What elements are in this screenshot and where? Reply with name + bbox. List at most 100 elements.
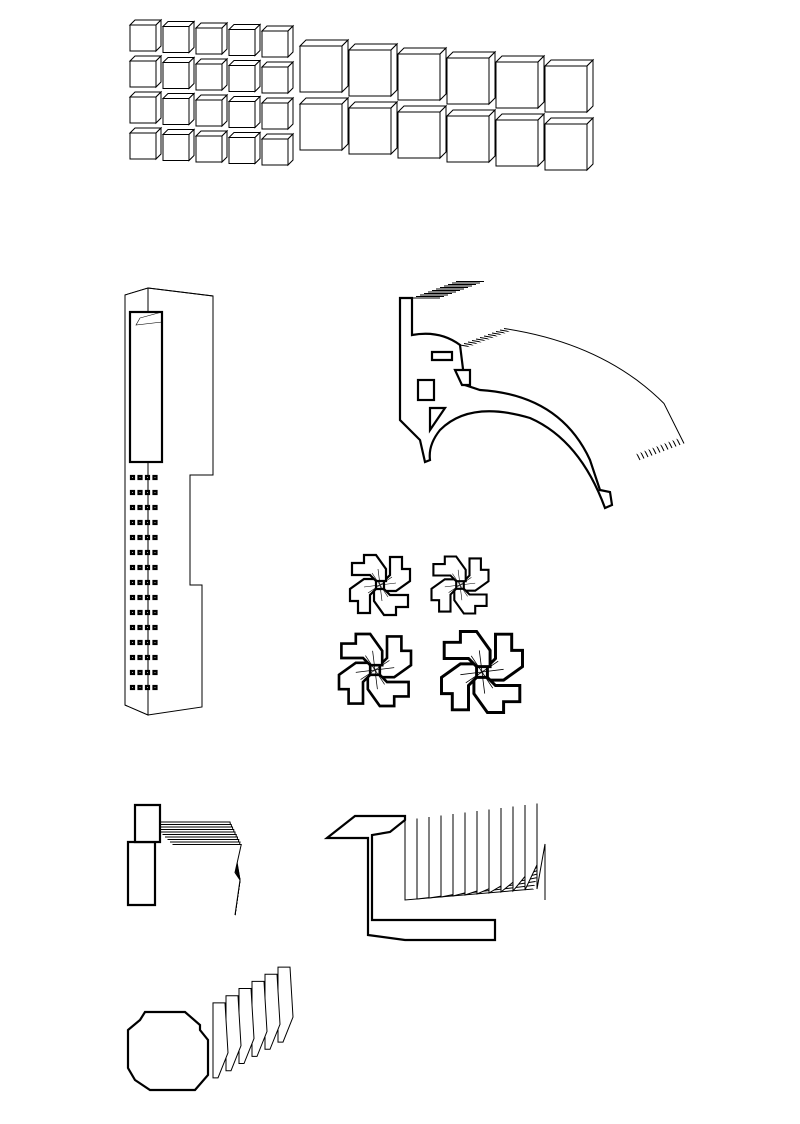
arm-ray [367, 584, 381, 594]
small-tile-face [261, 102, 289, 130]
tower-window [137, 474, 143, 481]
octagonal-extrusion-drawing [126, 966, 294, 1092]
cross-arm [350, 553, 388, 586]
tower-window [137, 624, 143, 631]
large-tile-top [543, 59, 595, 67]
arm-outline [340, 632, 384, 667]
arm-outline [430, 578, 458, 613]
tower-window [144, 654, 151, 661]
arm-ray [481, 668, 504, 673]
small-tile-face [228, 137, 256, 164]
small-tile-face [195, 135, 223, 163]
arm-outline [348, 577, 378, 615]
large-tile-side [586, 58, 594, 114]
arm-ray [371, 572, 381, 586]
tower-window [137, 534, 143, 541]
large-tile-top [494, 55, 546, 63]
tower-window [129, 639, 136, 646]
arm-outline [472, 675, 522, 714]
tower-window [144, 594, 151, 601]
arm-ray [377, 568, 381, 586]
large-tile-side [488, 50, 496, 106]
arm-ray [478, 650, 483, 673]
tower-window [144, 474, 151, 481]
small-tile-face [162, 26, 190, 53]
arm-outline [366, 673, 410, 708]
small-tile-side [155, 126, 162, 161]
tower-window [152, 549, 158, 556]
tower-window [129, 534, 136, 541]
large-tile-top [347, 43, 399, 51]
tower-window [129, 489, 136, 496]
tower-window [152, 519, 158, 526]
large-tile-face [299, 45, 343, 93]
tower-window [137, 609, 143, 616]
large-tile-side [341, 96, 349, 152]
arm-ray [379, 584, 389, 598]
tower-window [144, 669, 151, 676]
corner-profile-drawing [126, 803, 242, 916]
large-tile-top [347, 101, 399, 109]
arm-ray [459, 584, 468, 597]
tower-window [129, 549, 136, 556]
large-tile-face [446, 57, 490, 105]
large-tile-face [495, 119, 539, 167]
tower-window [152, 564, 158, 571]
large-tile-top [494, 113, 546, 121]
arm-ray [379, 582, 397, 586]
arm-ray [379, 584, 383, 602]
small-tile-side [221, 129, 228, 164]
small-tile-side [188, 128, 195, 162]
tower-window [137, 654, 143, 661]
large-tile-side [537, 54, 545, 110]
small-tile-side [155, 90, 162, 125]
large-tile-face [495, 61, 539, 109]
cross-profile [348, 553, 412, 617]
large-tile-face [397, 53, 441, 101]
cross-profile [440, 630, 524, 714]
cross-arm [340, 632, 384, 671]
large-tile-side [586, 116, 594, 172]
small-tile-side [221, 21, 228, 56]
tower-window [129, 594, 136, 601]
large-tile-top [396, 105, 448, 113]
cross-arm [348, 577, 381, 615]
large-tile-top [445, 109, 497, 117]
small-tile-face [162, 134, 190, 161]
tower-window [152, 654, 158, 661]
cross-profile-cluster [337, 553, 524, 714]
large-tile-top [298, 97, 350, 105]
small-tile-face [228, 101, 256, 128]
cross-profile [337, 632, 413, 708]
small-tile-side [188, 92, 195, 126]
small-tile-face [261, 138, 289, 166]
oct-layer [277, 966, 294, 1043]
tower-window [137, 489, 143, 496]
small-tile-side [254, 23, 261, 57]
large-tile-face [348, 49, 392, 97]
tower-window [152, 534, 158, 541]
tower-window [137, 669, 143, 676]
tower-window [152, 489, 158, 496]
small-tile-side [254, 59, 261, 93]
tower-window [144, 549, 151, 556]
tower-window [137, 684, 143, 691]
arm-outline [485, 632, 524, 682]
tower-window [129, 474, 136, 481]
small-tile-face [195, 99, 223, 127]
large-tile-side [439, 46, 447, 102]
arm-ray [470, 655, 483, 673]
tower-window [152, 474, 158, 481]
tower-window [137, 639, 143, 646]
large-tile-side [488, 108, 496, 164]
large-tile-face [544, 65, 588, 113]
corner-layer [172, 844, 242, 916]
large-tile-side [439, 104, 447, 160]
tower-window [144, 489, 151, 496]
tower-window [152, 504, 158, 511]
tower-drawing [124, 287, 214, 716]
arm-ray [365, 655, 376, 671]
cross-arm [372, 584, 410, 617]
arm-outline [432, 555, 467, 583]
